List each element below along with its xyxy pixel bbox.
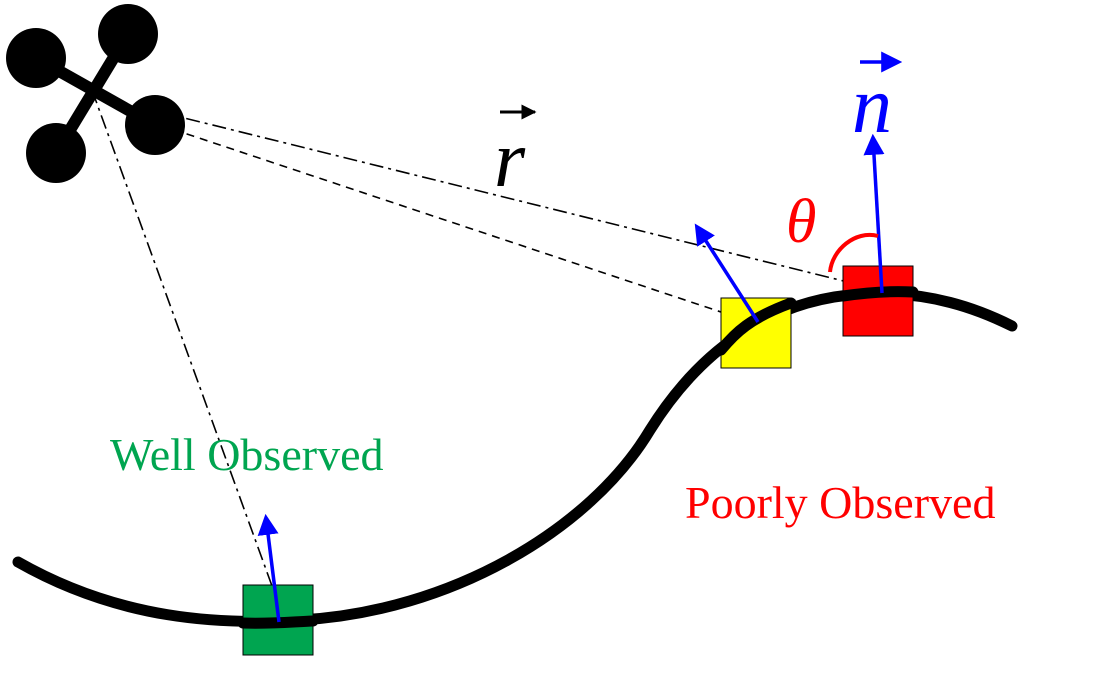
well-observed-label: Well Observed [110,429,383,480]
poorly-observed-patch [842,265,914,337]
sight-lines [91,89,881,609]
poorly-observed-label: Poorly Observed [685,477,995,528]
normal-arrow-mid [694,223,760,323]
theta-arc [828,232,879,273]
n-letter: n [852,62,892,150]
theta-label: θ [786,188,816,256]
r-letter: r [494,116,526,204]
rotor-icon [6,28,66,88]
sight-line-to-poor [159,111,881,291]
normal-arrow-well [257,513,281,623]
sight-line-to-mid [159,124,761,326]
sight-line-to-well [91,89,281,609]
r-vector-label: r [494,104,537,204]
normal-arrow-poor [863,133,885,294]
quadrotor-icon [6,4,185,183]
rotor-icon [125,95,185,155]
rotor-icon [26,123,86,183]
rotor-icon [98,4,158,64]
n-vector-label: n [852,51,903,150]
